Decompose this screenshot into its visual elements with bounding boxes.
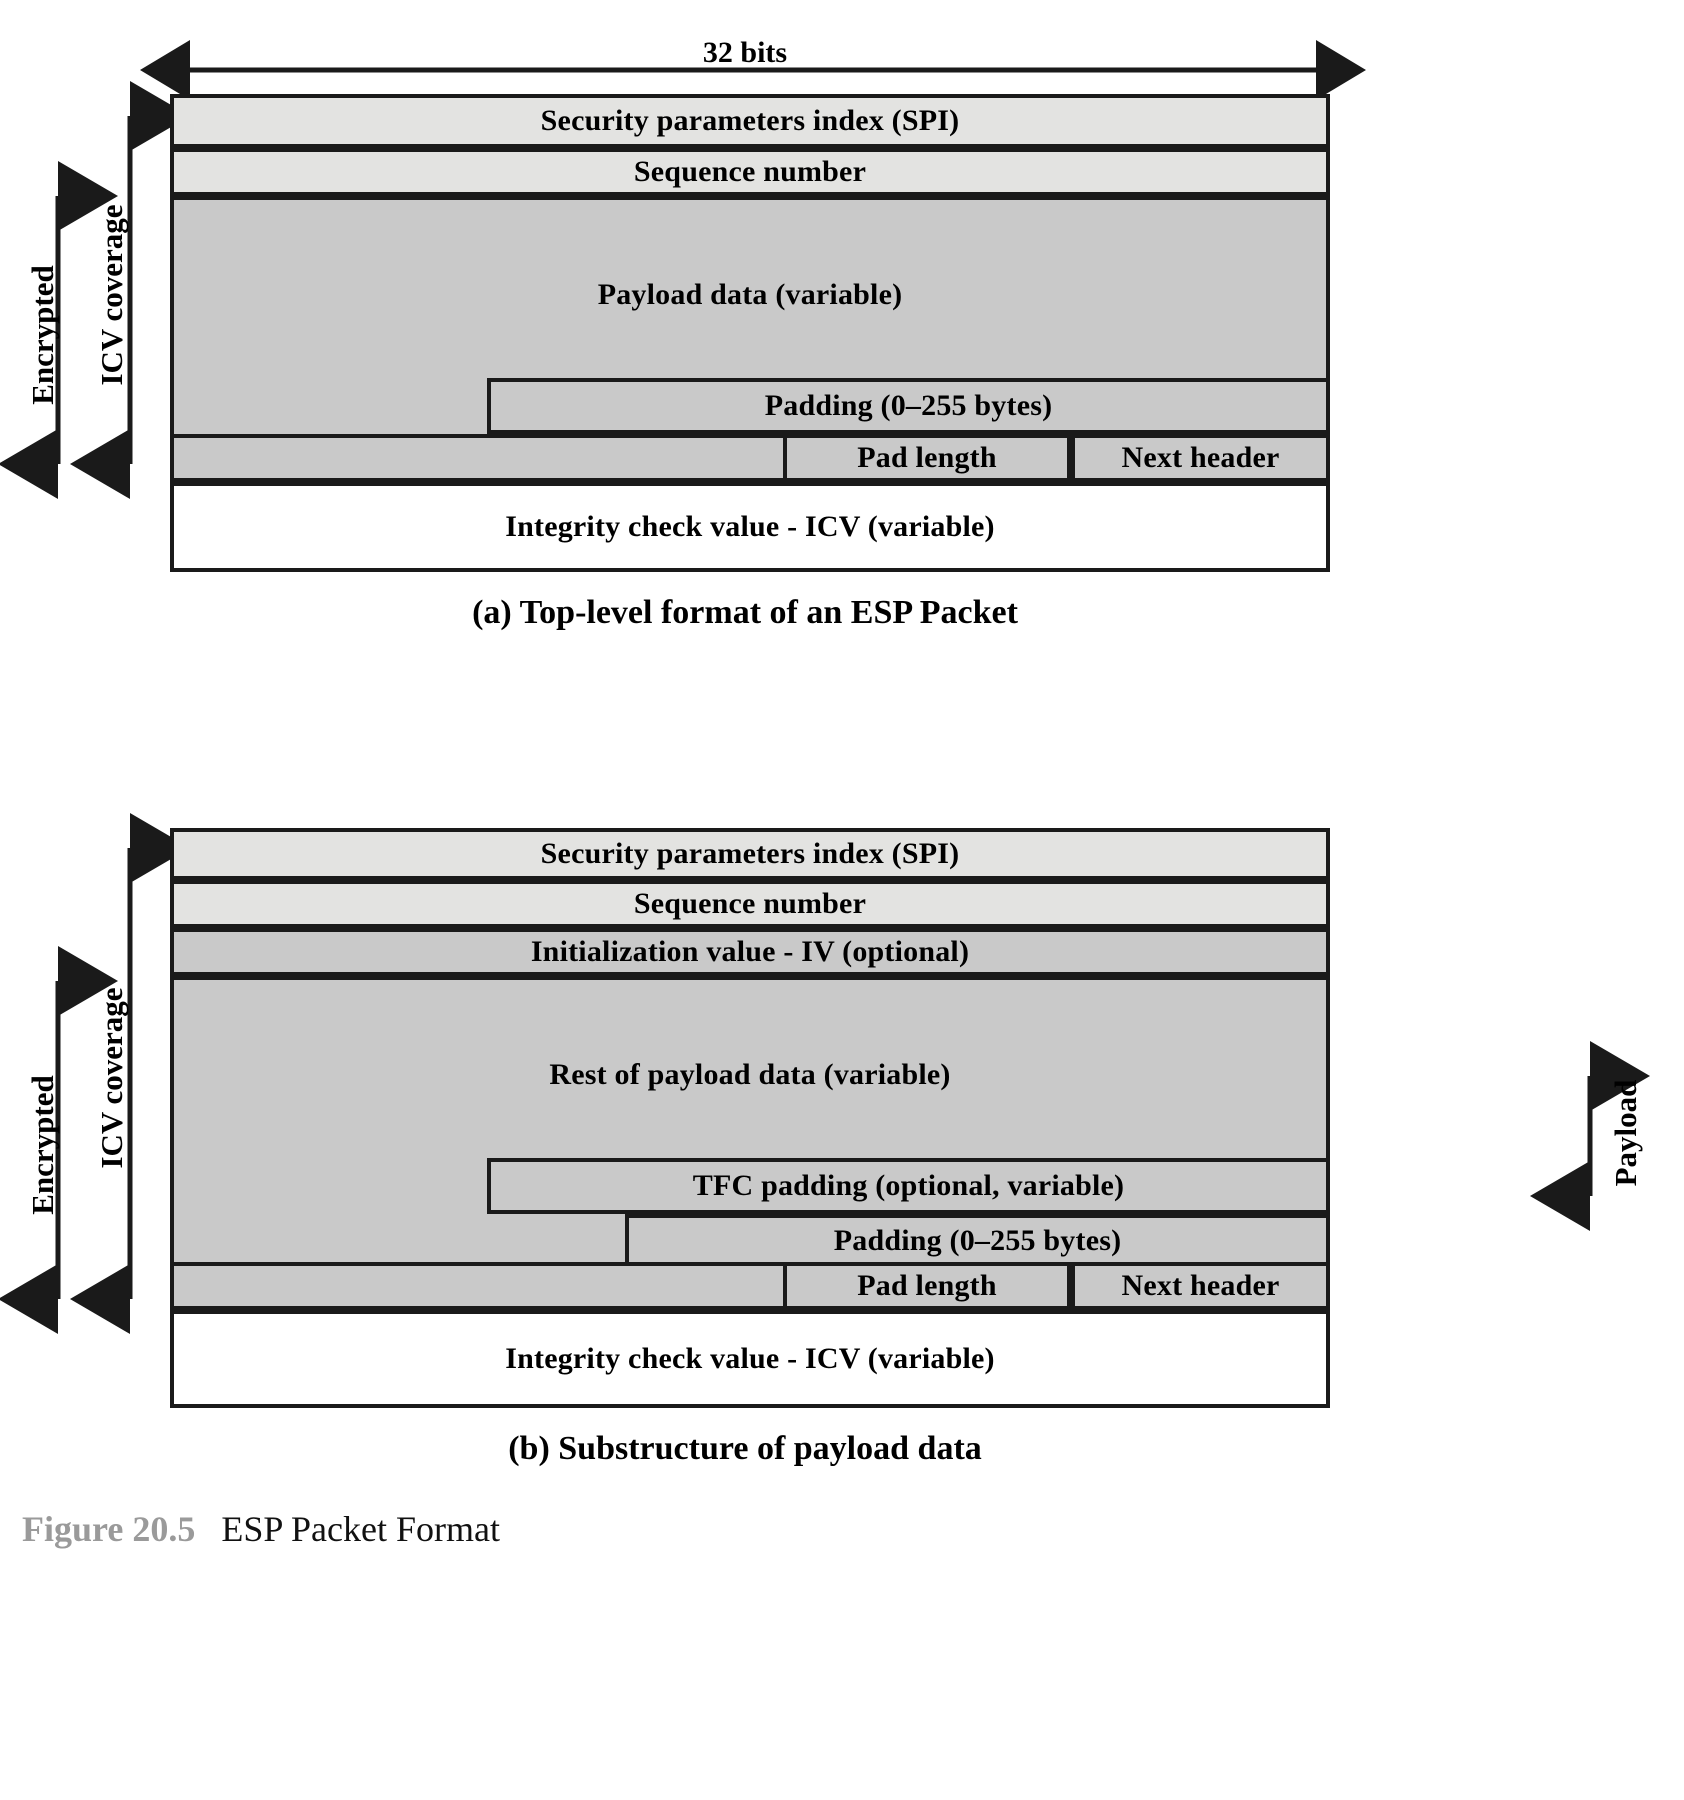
panel-a-caption: (a) Top-level format of an ESP Packet (472, 594, 1018, 631)
payload-label-b: Payload (1608, 1079, 1643, 1187)
field-tfc-padding-b: TFC padding (optional, variable) (487, 1158, 1330, 1214)
field-padding-b: Padding (0–255 bytes) (625, 1214, 1330, 1268)
field-icv-a: Integrity check value - ICV (variable) (170, 482, 1330, 572)
field-padding-a: Padding (0–255 bytes) (487, 378, 1330, 434)
encrypted-arrow-a (0, 161, 118, 499)
panel-b-caption: (b) Substructure of payload data (508, 1430, 982, 1467)
icv-coverage-label-a: ICV coverage (94, 204, 129, 386)
field-icv-b: Integrity check value - ICV (variable) (170, 1310, 1330, 1408)
field-rest-of-payload-b-label: Rest of payload data (variable) (549, 1058, 951, 1091)
encrypted-label-a: Encrypted (25, 265, 60, 405)
field-spi-b: Security parameters index (SPI) (170, 828, 1330, 880)
figure-caption: Figure 20.5 ESP Packet Format (22, 1508, 500, 1550)
icv-coverage-arrow-a (70, 81, 190, 499)
field-iv-b: Initialization value - IV (optional) (170, 928, 1330, 976)
icv-coverage-arrow-b (70, 813, 190, 1334)
field-payload-data-a-label: Payload data (variable) (597, 278, 903, 311)
payload-arrow-b (1530, 1041, 1650, 1231)
field-sequence-number-b: Sequence number (170, 880, 1330, 928)
figure-title: ESP Packet Format (221, 1509, 500, 1549)
field-spi-a: Security parameters index (SPI) (170, 94, 1330, 148)
icv-coverage-label-b: ICV coverage (94, 987, 129, 1169)
encrypted-arrow-b (0, 946, 118, 1334)
field-next-header-a: Next header (1071, 434, 1330, 482)
field-next-header-b: Next header (1071, 1262, 1330, 1310)
field-pad-length-a: Pad length (783, 434, 1071, 482)
figure-number: Figure 20.5 (22, 1509, 196, 1549)
field-pad-length-b: Pad length (783, 1262, 1071, 1310)
encrypted-label-b: Encrypted (25, 1075, 60, 1215)
field-sequence-number-a: Sequence number (170, 148, 1330, 196)
bit-width-arrow (140, 40, 1366, 100)
